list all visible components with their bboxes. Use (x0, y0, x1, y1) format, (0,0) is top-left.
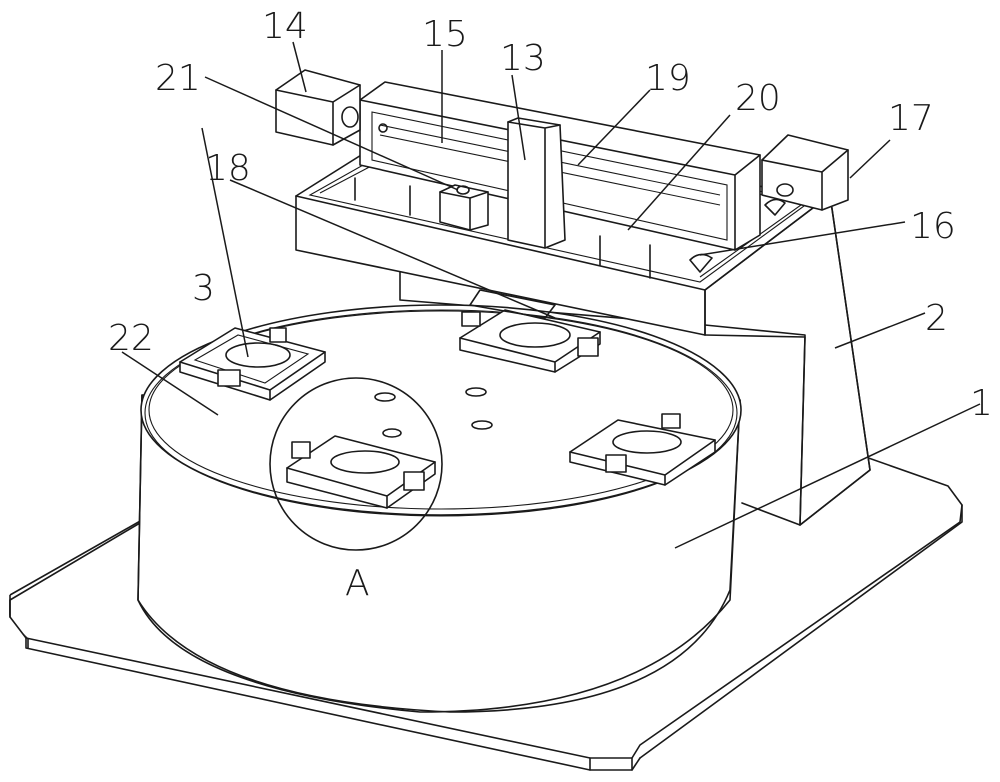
label-16: 16 (910, 206, 956, 247)
fixture-front (286, 435, 436, 509)
label-18: 18 (205, 148, 251, 189)
slider-18 (469, 289, 556, 319)
label-3: 3 (192, 268, 215, 309)
vertical-post-13 (507, 117, 566, 249)
detail-circle-a (269, 377, 443, 551)
base-plate (9, 454, 963, 771)
label-1: 1 (970, 383, 993, 424)
leader-lines (121, 41, 981, 549)
block-21 (439, 184, 489, 231)
label-detail-a: A (345, 563, 370, 604)
label-17: 17 (888, 98, 934, 139)
label-22: 22 (108, 318, 154, 359)
motor-14 (275, 69, 361, 146)
label-2: 2 (925, 298, 948, 339)
roller-rear (764, 198, 786, 216)
label-19: 19 (645, 58, 691, 99)
label-15: 15 (422, 14, 468, 55)
fixture-rear (459, 309, 601, 373)
label-20: 20 (735, 78, 781, 119)
label-21: 21 (155, 58, 201, 99)
motor-17 (761, 134, 849, 211)
fixture-left (179, 327, 326, 401)
fixture-right (569, 413, 716, 486)
label-13: 13 (500, 38, 546, 79)
label-14: 14 (262, 6, 308, 47)
